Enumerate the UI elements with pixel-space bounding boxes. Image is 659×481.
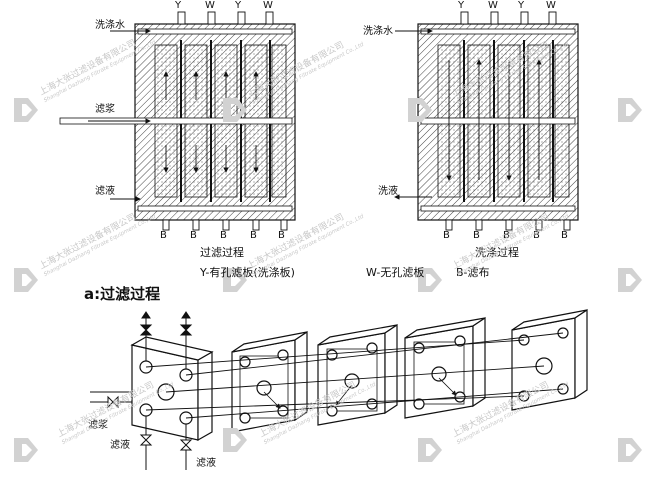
wash-channel-left [137, 28, 293, 35]
top-nozzles-left [177, 11, 274, 25]
flow-arrows-right [394, 28, 542, 200]
slurry-channel-right [420, 117, 576, 125]
watermark-logos [14, 98, 642, 462]
legend-w: W-无孔滤板 [366, 266, 425, 279]
bottom-nozzles-right [445, 219, 571, 231]
bottom-filtrate-label-1: 滤液 [110, 440, 130, 451]
washing-caption: 洗涤过程 [475, 246, 519, 259]
slurry-label-left: 滤浆 [95, 104, 115, 115]
wash-water-label-left: 洗涤水 [95, 20, 125, 31]
legend-b: B-滤布 [456, 266, 490, 279]
top-right-label-w1: W [488, 0, 498, 11]
bottom-slurry-label: 滤浆 [88, 420, 108, 431]
filtrate-label-left: 滤液 [95, 186, 115, 197]
valves [90, 311, 193, 470]
filtering-caption: 过滤过程 [200, 246, 244, 259]
isometric-plates [130, 308, 588, 442]
wash-liquid-label-right: 洗液 [378, 186, 398, 197]
legend-y: Y-有孔滤板(洗涤板) [200, 266, 295, 279]
top-right-label-b4: B [533, 230, 540, 241]
top-right-label-b5: B [561, 230, 568, 241]
wash-channel-right [420, 28, 576, 35]
flow-arrows-left [88, 28, 259, 202]
washing-section [394, 11, 579, 231]
bottom-nozzles-left [162, 219, 288, 231]
wash-out-channel-right [420, 205, 576, 212]
top-nozzles-right [460, 11, 557, 25]
section-title: a:过滤过程 [84, 285, 161, 303]
top-left-label-b5: B [278, 230, 285, 241]
top-left-label-w2: W [263, 0, 273, 11]
port-lines [145, 332, 564, 419]
top-left-label-b4: B [250, 230, 257, 241]
plate-flow-arrows [263, 377, 457, 409]
wash-water-label-right: 洗涤水 [363, 26, 393, 37]
top-right-label-y1: Y [458, 0, 465, 11]
top-left-label-b2: B [190, 230, 197, 241]
top-right-label-b1: B [443, 230, 450, 241]
top-right-label-w2: W [546, 0, 556, 11]
top-right-label-b3: B [503, 230, 510, 241]
top-right-label-b2: B [473, 230, 480, 241]
bottom-filtrate-label-2: 滤液 [196, 458, 216, 469]
top-left-label-y1: Y [175, 0, 182, 11]
top-right-label-y2: Y [518, 0, 525, 11]
top-left-label-b3: B [220, 230, 227, 241]
slurry-channel-left [59, 117, 293, 125]
top-left-label-b1: B [160, 230, 167, 241]
plate-2 [231, 330, 308, 433]
top-left-label-y2: Y [235, 0, 242, 11]
plate-4 [404, 316, 486, 419]
filtrate-channel-left [137, 205, 293, 212]
top-left-label-w1: W [205, 0, 215, 11]
